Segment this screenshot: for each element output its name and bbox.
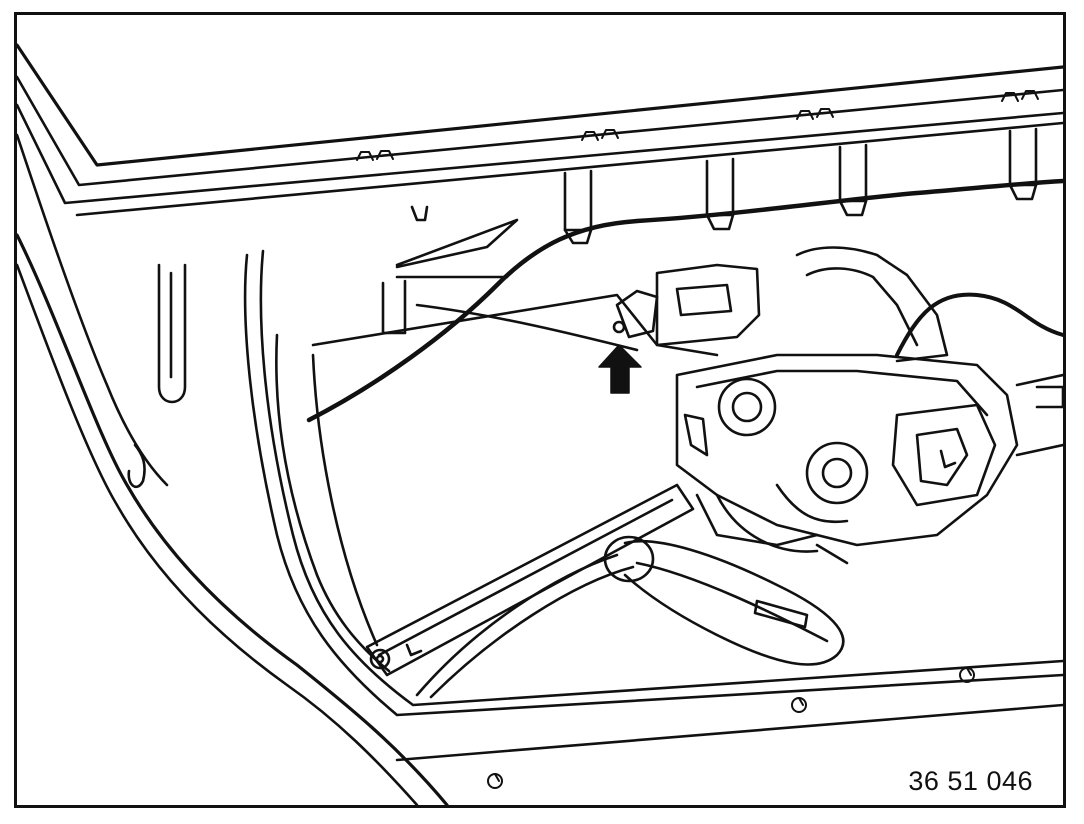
regulator-arm	[365, 483, 695, 677]
figure-number: 36 51 046	[906, 766, 1035, 797]
arrow-up-icon	[598, 344, 642, 394]
fasteners	[487, 667, 975, 789]
panel-cutouts	[157, 205, 1063, 762]
top-notches	[356, 90, 1039, 161]
wire-harness	[306, 178, 1063, 423]
glass-pane	[311, 293, 719, 647]
door-window-regulator-drawing	[17, 43, 1063, 805]
illustration-frame: 36 51 046	[14, 12, 1066, 808]
cable-guide	[415, 535, 845, 699]
door-shell-outline	[17, 43, 1063, 805]
gear-housing	[612, 246, 1063, 565]
